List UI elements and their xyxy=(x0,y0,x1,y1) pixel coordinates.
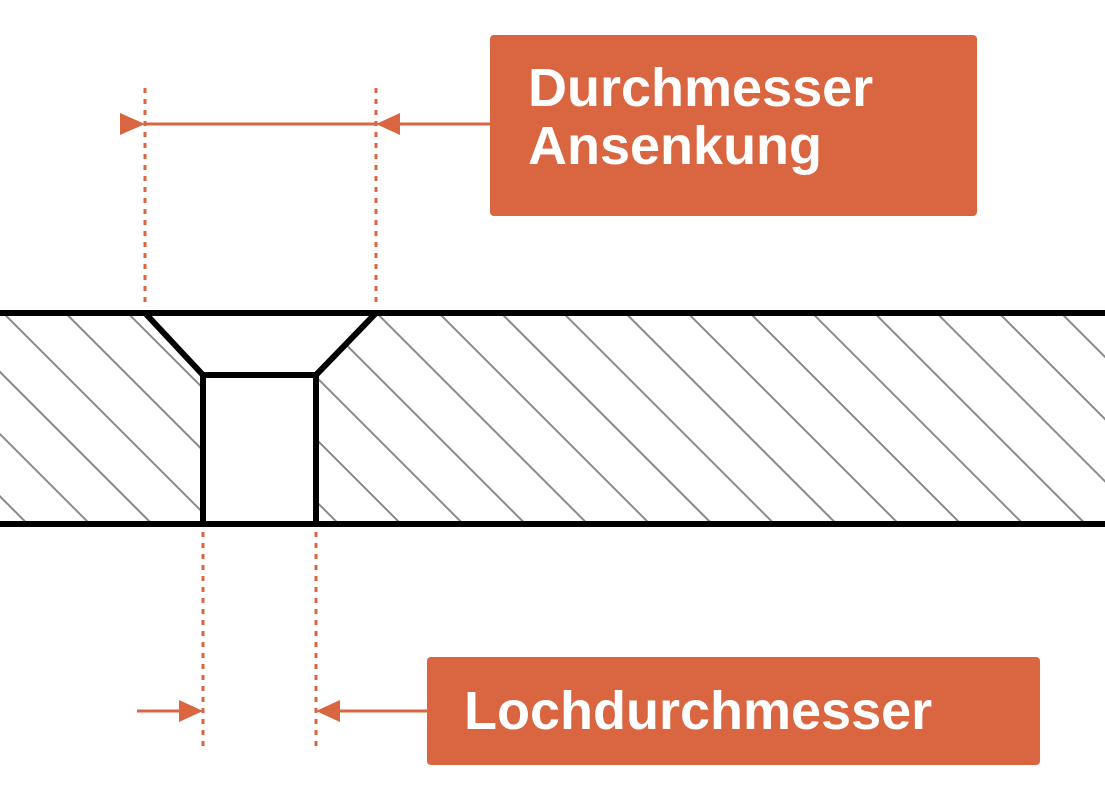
countersunk-hole-outline xyxy=(142,310,379,524)
countersink-label-line2: Ansenkung xyxy=(528,116,823,176)
countersink-arrow-left xyxy=(120,113,145,135)
hole-arrow-right xyxy=(316,700,340,722)
hole-diameter-label: Lochdurchmesser xyxy=(427,657,1040,765)
hole-arrow-left xyxy=(179,700,203,722)
hole-label-text: Lochdurchmesser xyxy=(464,681,933,741)
countersink-arrow-right xyxy=(376,113,400,135)
countersink-label-line1: Durchmesser xyxy=(528,58,874,118)
countersink-diameter-label: Durchmesser Ansenkung xyxy=(490,35,977,216)
plate-material-hatched xyxy=(0,313,1105,524)
